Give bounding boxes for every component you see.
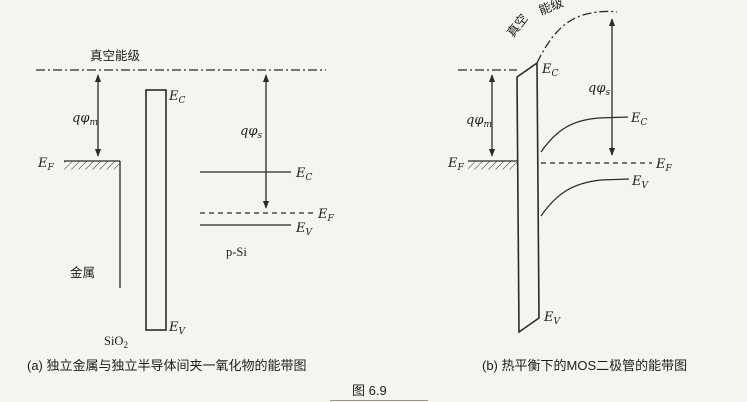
semiconductor-ec-curve bbox=[540, 116, 629, 153]
vacuum-label-part2: 能级 bbox=[537, 0, 566, 18]
vacuum-label-part1: 真空 bbox=[504, 12, 530, 40]
semiconductor-ef-label: EF bbox=[317, 207, 335, 224]
metal-ef-label: EF bbox=[447, 156, 465, 173]
oxide-ec-label: EC bbox=[541, 62, 559, 79]
work-function-semi-label: qφs bbox=[588, 81, 610, 98]
caption-a: (a) 独立金属与独立半导体间夹一氧化物的能带图 bbox=[27, 358, 307, 373]
oxide-barrier-rect bbox=[145, 89, 167, 331]
semiconductor-ef-label: EF bbox=[655, 157, 673, 174]
semiconductor-ev-label: EV bbox=[295, 221, 314, 238]
semiconductor-ec-label: EC bbox=[630, 111, 648, 128]
semiconductor-ev-curve bbox=[540, 178, 630, 217]
work-function-metal-label: qφm bbox=[466, 113, 492, 130]
vacuum-level-label: 真空能级 bbox=[90, 49, 141, 63]
caption-b: (b) 热平衡下的MOS二极管的能带图 bbox=[482, 358, 687, 373]
oxide-ev-label: EV bbox=[168, 320, 187, 337]
oxide-ec-label: EC bbox=[168, 89, 186, 106]
metal-ef-label: EF bbox=[37, 156, 55, 173]
oxide-label: SiO2 bbox=[104, 334, 128, 350]
work-function-semi-label: qφs bbox=[240, 124, 262, 141]
semiconductor-ev-label: EV bbox=[631, 174, 650, 191]
semiconductor-label: p-Si bbox=[226, 245, 247, 259]
panel-b: qφm EF EC EV 真空 能级 qφs EC EF EV (b) 热平衡下… bbox=[447, 0, 687, 373]
work-function-metal-label: qφm bbox=[72, 111, 98, 128]
metal-label: 金属 bbox=[70, 265, 95, 280]
oxide-ev-label: EV bbox=[543, 310, 562, 327]
metal-fermi-hatch bbox=[64, 161, 120, 170]
figure-caption: 图 6.9 bbox=[352, 383, 387, 398]
semiconductor-ec-label: EC bbox=[295, 166, 313, 183]
oxide-barrier-shape bbox=[516, 61, 540, 334]
metal-fermi-hatch bbox=[468, 161, 517, 170]
panel-a: 真空能级 EC EV SiO2 EF qφm 金属 EC qφs EF EV p… bbox=[27, 49, 335, 373]
vacuum-level-curve bbox=[536, 10, 618, 64]
